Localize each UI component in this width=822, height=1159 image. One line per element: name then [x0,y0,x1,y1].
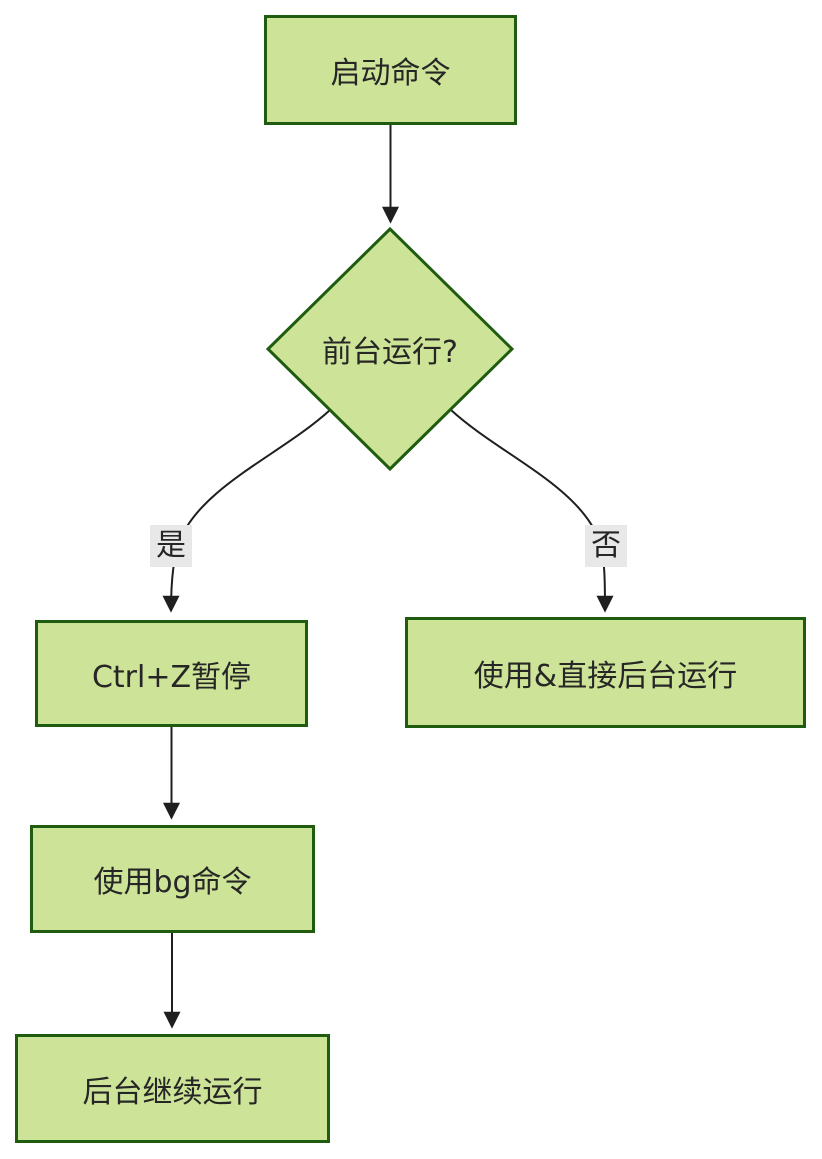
node-start-label: 启动命令 [330,56,451,91]
edge-label-no: 否 [585,525,627,567]
node-pause-label: Ctrl+Z暂停 [91,659,252,695]
node-direct-bg-label: 使用&直接后台运行 [473,658,738,694]
node-bg-command: 使用bg命令 [30,825,315,933]
edge-label-yes: 是 [150,525,192,567]
node-decision: 前台运行? [268,329,512,370]
node-direct-bg: 使用&直接后台运行 [405,617,806,728]
edge-decision-to-pause [162,409,331,613]
node-bg-continue: 后台继续运行 [15,1034,330,1143]
node-decision-shape [265,226,515,472]
node-pause: Ctrl+Z暂停 [35,620,308,727]
node-start: 启动命令 [264,15,517,125]
node-decision-label: 前台运行? [322,335,458,370]
edge-decision-to-direct-bg [450,409,614,613]
node-bg-command-label: 使用bg命令 [93,865,252,900]
node-bg-continue-label: 后台继续运行 [82,1074,263,1110]
